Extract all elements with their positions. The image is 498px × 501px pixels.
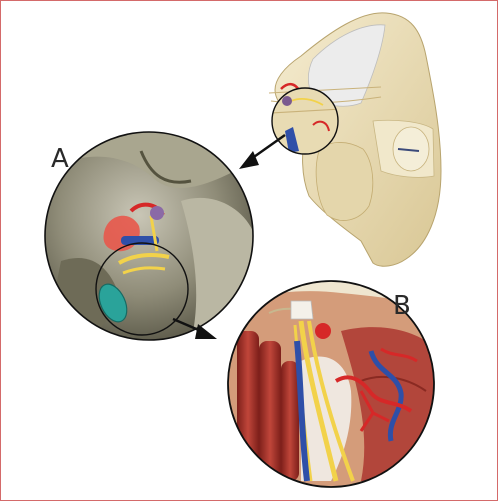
pointer-arrow-to-a (239, 133, 286, 169)
panel-label-a: A (51, 144, 69, 174)
skull-illustration (268, 12, 442, 267)
pointer-arrow-to-b (172, 317, 217, 339)
skull-cavity (315, 142, 374, 221)
teal-marker (98, 283, 128, 323)
panel-a-endoscopic-view (44, 131, 254, 341)
skull-detail-circle (271, 87, 339, 155)
panel-label-b: B (393, 291, 411, 321)
skull-foramen (392, 126, 430, 172)
panel-b-illustration (227, 280, 435, 488)
